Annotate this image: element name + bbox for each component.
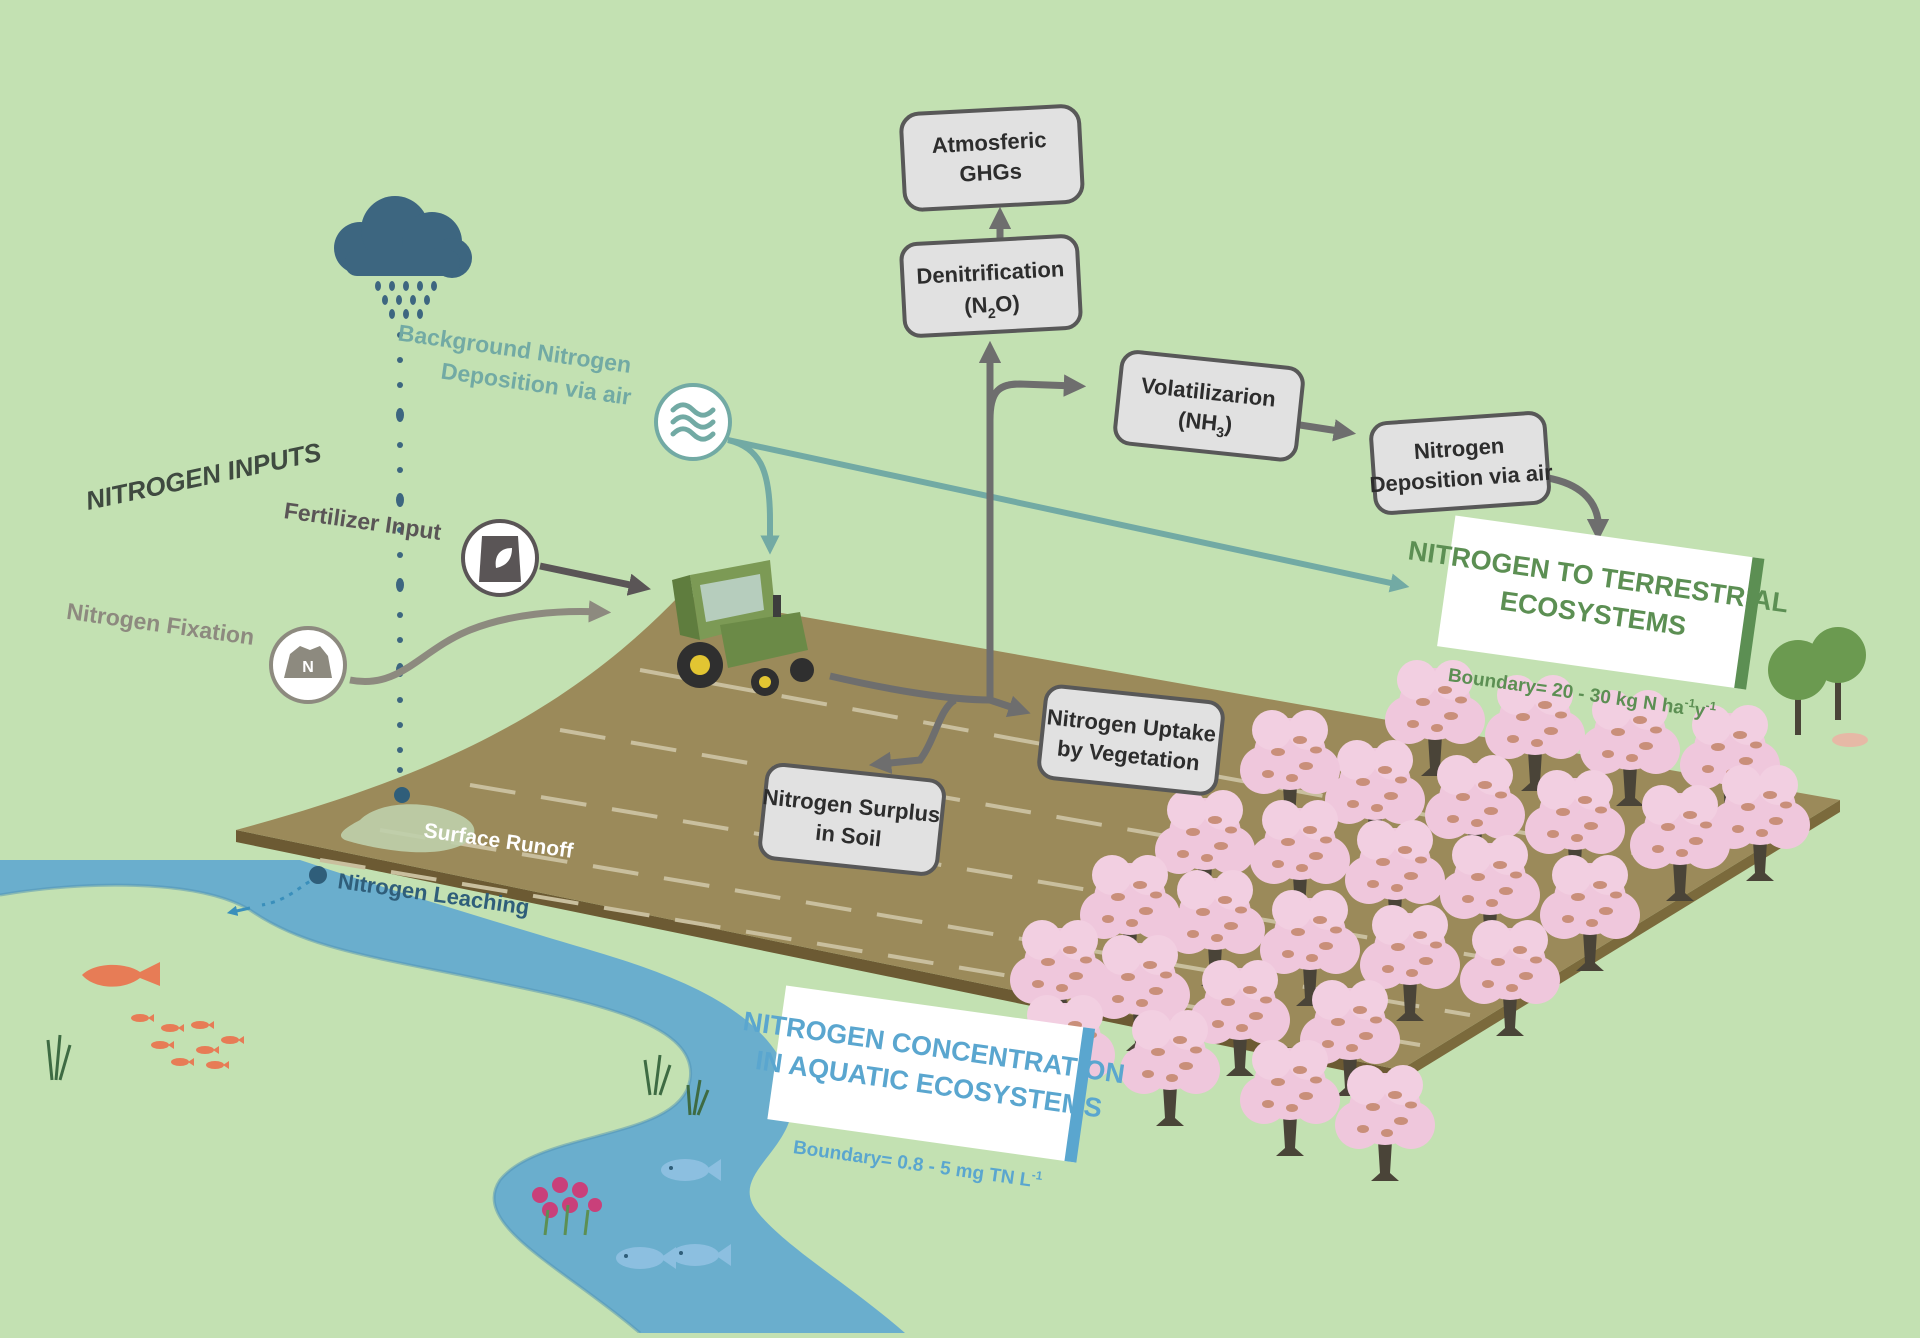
box-denitrification: Denitrification (N2O) [899,234,1083,338]
aquatic-ecosystems-panel: NITROGEN CONCENTRATION IN AQUATIC ECOSYS… [741,985,1127,1191]
process-flow [829,206,1610,775]
tractor-flow-line [829,672,991,704]
fertilizer-arrow [539,562,651,596]
deposition-to-terrestrial-arrow [727,437,1410,593]
rain-cloud-icon [334,196,472,319]
leaching-node [309,866,327,884]
runoff-node [394,787,410,803]
box-nitrogen-surplus: Nitrogen Surplus in Soil [758,762,946,876]
surface-runoff-puddle [340,804,475,853]
river [0,860,905,1333]
fertilizer-bag-icon [461,519,539,597]
ghg-label-line2: GHGs [959,158,1023,186]
aquatic-life [46,962,731,1269]
nitrogen-fixation-icon: N [269,626,347,704]
leaching-arrow [226,905,251,916]
fixation-arrow [349,600,612,685]
tractor-icon [672,560,814,696]
box-nitrogen-deposition: Nitrogen Deposition via air [1369,411,1554,515]
deposition-to-terrestrial-gray-arrow [1547,474,1610,542]
fixation-icon-letter: N [302,659,314,676]
box-volatilization: Volatilizarion (NH3) [1113,350,1305,462]
box-nitrogen-uptake: Nitrogen Uptake by Vegetation [1037,684,1225,796]
volatilization-label-line2: (NH3) [1177,407,1234,442]
box-atmospheric-ghgs: Atmosferic GHGs [899,104,1085,212]
volatilization-arrow [986,374,1087,421]
deposition-air-icon [654,383,732,461]
ghg-label-line1: Atmosferic [931,127,1047,158]
field-front-edge [236,830,1400,1082]
river-bank [0,883,692,1335]
denitrification-label-line2: (N2O) [964,291,1021,323]
uptake-arrow [988,695,1031,718]
forest-trees-icon [1768,627,1868,747]
volat-to-deposition-arrow [1299,419,1357,442]
surplus-arrow [868,696,958,775]
